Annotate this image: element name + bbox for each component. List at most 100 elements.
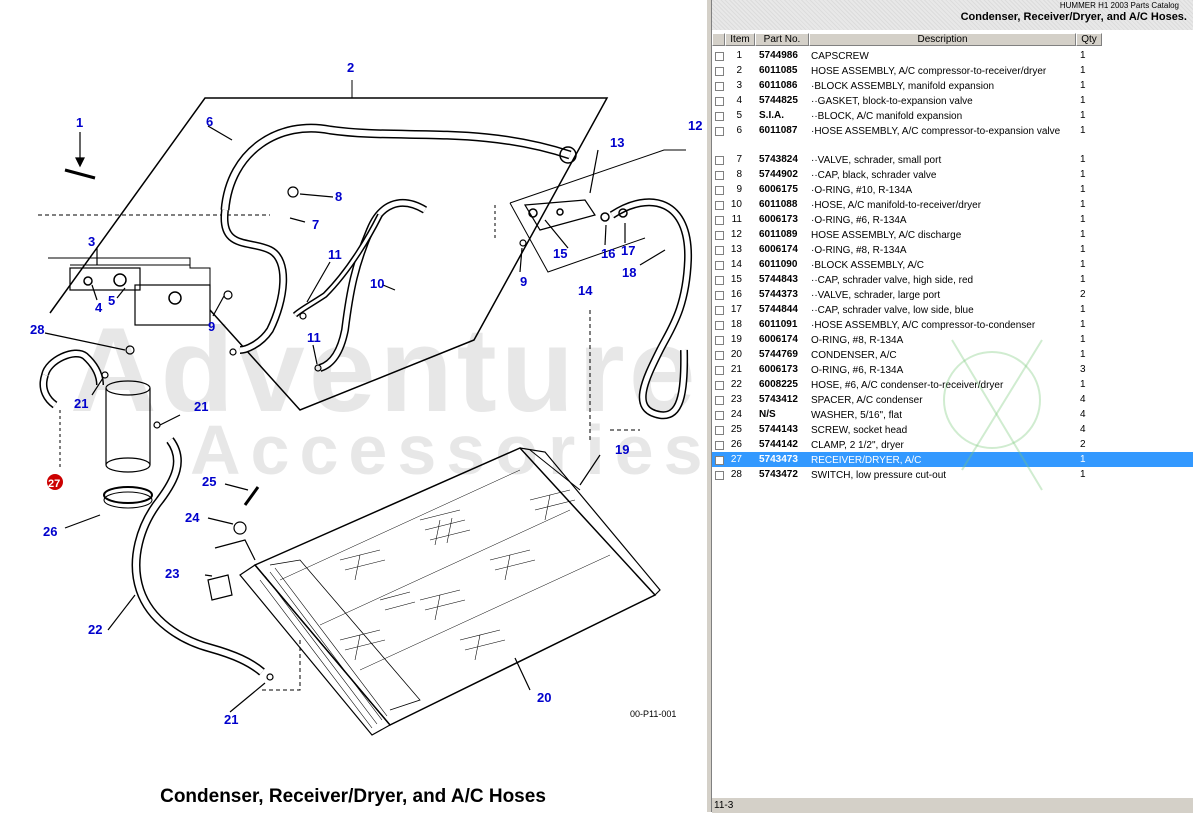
row-checkbox[interactable] — [715, 216, 724, 225]
row-checkbox[interactable] — [715, 411, 724, 420]
callout-15[interactable]: 15 — [553, 246, 567, 261]
callout-2[interactable]: 2 — [347, 60, 354, 75]
row-checkbox[interactable] — [715, 156, 724, 165]
header-qty[interactable]: Qty — [1076, 33, 1102, 46]
status-bar: 11-3 — [712, 797, 1193, 813]
callout-20[interactable]: 20 — [537, 690, 551, 705]
callout-14[interactable]: 14 — [578, 283, 593, 298]
row-checkbox[interactable] — [715, 426, 724, 435]
row-part-number: 6006173 — [759, 214, 798, 225]
row-description: ·O-RING, #6, R-134A — [811, 215, 907, 226]
callout-17[interactable]: 17 — [621, 243, 635, 258]
diagram-panel: Adventure Accessories — [30, 60, 703, 807]
callout-11-top[interactable]: 11 — [328, 247, 342, 262]
callout-23[interactable]: 23 — [165, 566, 179, 581]
row-checkbox[interactable] — [715, 201, 724, 210]
callout-4[interactable]: 4 — [95, 300, 103, 315]
row-checkbox[interactable] — [715, 246, 724, 255]
row-checkbox[interactable] — [715, 127, 724, 136]
callout-9-right[interactable]: 9 — [520, 274, 527, 289]
callout-24[interactable]: 24 — [185, 510, 200, 525]
row-checkbox[interactable] — [715, 97, 724, 106]
row-checkbox[interactable] — [715, 306, 724, 315]
callout-5[interactable]: 5 — [108, 293, 115, 308]
callout-26[interactable]: 26 — [43, 524, 57, 539]
row-checkbox[interactable] — [715, 396, 724, 405]
panel-splitter[interactable] — [706, 0, 712, 812]
callout-7[interactable]: 7 — [312, 217, 319, 232]
callout-10[interactable]: 10 — [370, 276, 384, 291]
callout-21-right[interactable]: 21 — [194, 399, 208, 414]
header-checkbox-column[interactable] — [712, 33, 725, 46]
row-checkbox[interactable] — [715, 276, 724, 285]
selected-item-marker[interactable]: 27 — [47, 474, 63, 490]
callout-16[interactable]: 16 — [601, 246, 615, 261]
callout-18[interactable]: 18 — [622, 265, 636, 280]
row-checkbox[interactable] — [715, 366, 724, 375]
row-checkbox[interactable] — [715, 112, 724, 121]
row-checkbox[interactable] — [715, 321, 724, 330]
row-checkbox[interactable] — [715, 291, 724, 300]
row-description: CAPSCREW — [811, 51, 869, 62]
row-qty: 4 — [1080, 409, 1086, 420]
callout-28[interactable]: 28 — [30, 322, 44, 337]
row-checkbox[interactable] — [715, 441, 724, 450]
callout-6[interactable]: 6 — [206, 114, 213, 129]
row-checkbox[interactable] — [715, 351, 724, 360]
callout-9-left[interactable]: 9 — [208, 319, 215, 334]
row-checkbox[interactable] — [715, 471, 724, 480]
row-checkbox[interactable] — [715, 186, 724, 195]
callout-8[interactable]: 8 — [335, 189, 342, 204]
callout-12[interactable]: 12 — [688, 118, 702, 133]
callout-19[interactable]: 19 — [615, 442, 629, 457]
header-part-no[interactable]: Part No. — [755, 33, 809, 46]
row-checkbox[interactable] — [715, 52, 724, 61]
callout-13[interactable]: 13 — [610, 135, 624, 150]
row-checkbox[interactable] — [715, 456, 724, 465]
callout-22[interactable]: 22 — [88, 622, 102, 637]
callout-1[interactable]: 1 — [76, 115, 83, 130]
callout-11-bottom[interactable]: 11 — [307, 330, 321, 345]
row-checkbox[interactable] — [715, 67, 724, 76]
row-checkbox[interactable] — [715, 381, 724, 390]
row-checkbox[interactable] — [715, 336, 724, 345]
callout-21-left[interactable]: 21 — [74, 396, 88, 411]
row-checkbox[interactable] — [715, 171, 724, 180]
callout-3[interactable]: 3 — [88, 234, 95, 249]
header-item[interactable]: Item — [725, 33, 755, 46]
row-checkbox[interactable] — [715, 231, 724, 240]
row-checkbox[interactable] — [715, 82, 724, 91]
row-checkbox[interactable] — [715, 261, 724, 270]
callout-25[interactable]: 25 — [202, 474, 216, 489]
callout-21-bottom[interactable]: 21 — [224, 712, 238, 727]
header-description[interactable]: Description — [809, 33, 1076, 46]
